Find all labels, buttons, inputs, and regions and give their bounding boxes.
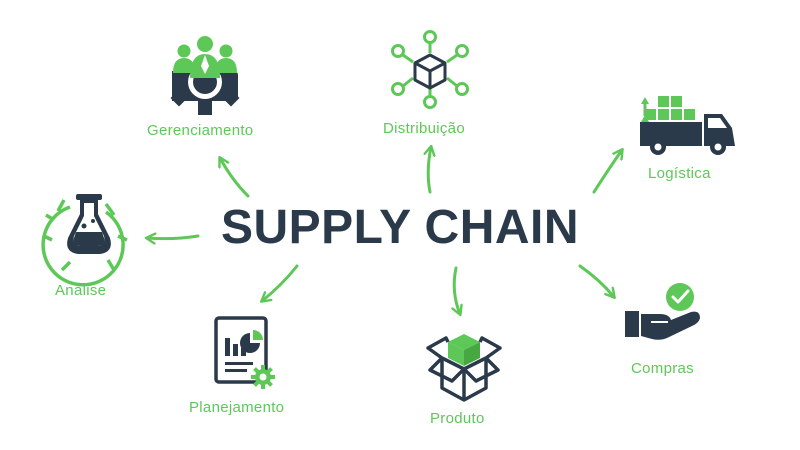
arrow-to-logistica	[592, 150, 622, 194]
arrow-to-analise	[147, 236, 200, 239]
arrow-to-planejamento	[262, 264, 299, 301]
center-title: SUPPLY CHAIN	[220, 201, 580, 254]
label-produto: Produto	[430, 410, 485, 427]
hand-check-purchase-icon	[625, 283, 700, 340]
label-logistica: Logística	[648, 165, 711, 182]
distribution-network-box-icon	[391, 30, 469, 109]
label-planejamento: Planejamento	[189, 399, 285, 416]
arrows	[147, 147, 622, 314]
label-compras: Compras	[631, 360, 694, 377]
label-analise: Análise	[55, 282, 107, 299]
label-distribuicao: Distribuição	[383, 120, 465, 137]
planning-report-chart-icon	[214, 316, 275, 389]
lab-flask-gear-icon	[41, 194, 128, 287]
label-gerenciamento: Gerenciamento	[147, 122, 254, 139]
delivery-truck-icon	[640, 96, 735, 155]
arrow-to-produto	[454, 266, 460, 314]
open-product-box-icon	[426, 334, 502, 402]
arrow-to-distribuicao	[428, 147, 431, 194]
arrow-to-gerenciamento	[220, 158, 250, 198]
management-gear-team-icon	[170, 36, 240, 115]
arrow-to-compras	[578, 264, 614, 297]
